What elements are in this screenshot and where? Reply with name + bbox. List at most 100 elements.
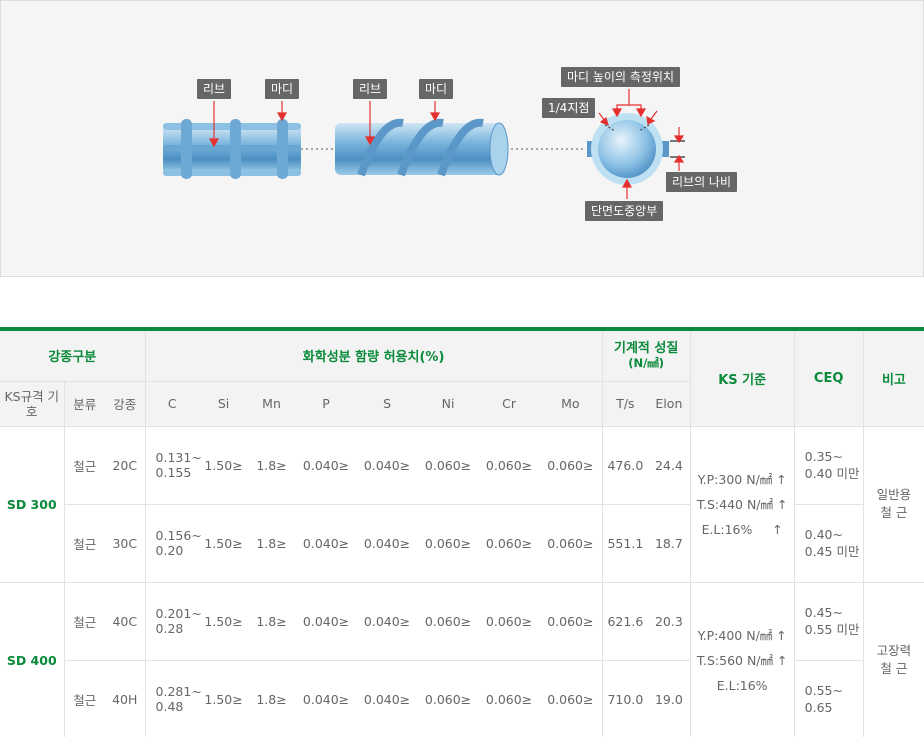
subheader-si: Si — [199, 381, 249, 427]
pointer-arrows — [208, 89, 685, 199]
subheader-cr: Cr — [479, 381, 540, 427]
header-mechanical: 기계적 성질 (N/㎟) — [601, 329, 691, 382]
cell-type: 20C — [105, 426, 146, 504]
ks-elongation: E.L:16% ↑ — [701, 521, 783, 537]
cell-mn: 1.8≥ — [248, 426, 296, 504]
table-row: SD 400 철근 40C 0.201~ 0.28 1.50≥ 1.8≥ 0.0… — [0, 582, 924, 737]
rebar-cross-section — [587, 113, 669, 185]
cell-mn: 1.8≥ — [248, 582, 296, 660]
table-row: SD 300 철근 20C 0.131~ 0.155 1.50≥ 1.8≥ 0.… — [0, 426, 924, 583]
cell-si: 1.50≥ — [199, 582, 249, 660]
subheader-ni: Ni — [417, 381, 480, 427]
subheader-ts: T/s — [601, 381, 649, 427]
cell-mo: 0.060≥ — [539, 426, 603, 504]
cell-mn: 1.8≥ — [248, 659, 296, 737]
cell-c: 0.281~ 0.48 — [144, 659, 202, 737]
cell-ceq: 0.40~ 0.45 미만 — [793, 503, 864, 583]
subheader-steel-type: 강종 — [105, 381, 146, 427]
subheader-c: C — [144, 381, 200, 427]
cell-ni: 0.060≥ — [417, 582, 480, 660]
cell-ni: 0.060≥ — [417, 503, 480, 583]
subheader-s: S — [357, 381, 418, 427]
cell-ceq: 0.45~ 0.55 미만 — [793, 582, 864, 660]
cell-cr: 0.060≥ — [479, 582, 540, 660]
cell-elon: 18.7 — [648, 503, 691, 583]
cell-cr: 0.060≥ — [479, 426, 540, 504]
cell-ts: 551.1 — [601, 503, 649, 583]
rebar-spiral — [335, 118, 509, 177]
label-node-height: 마디 높이의 측정위치 — [561, 67, 680, 87]
cell-cr: 0.060≥ — [479, 659, 540, 737]
ks-elongation: E.L:16% — [716, 677, 768, 693]
cell-cr: 0.060≥ — [479, 503, 540, 583]
cell-ni: 0.060≥ — [417, 426, 480, 504]
cell-elon: 24.4 — [648, 426, 691, 504]
cell-type: 30C — [105, 503, 146, 583]
rebar-spec-table: 강종구분 화학성분 함량 허용치(%) 기계적 성질 (N/㎟) KS 기준 C… — [0, 327, 924, 737]
cell-elon: 20.3 — [648, 582, 691, 660]
label-quarter-point: 1/4지점 — [542, 98, 596, 118]
label-node-2: 마디 — [419, 79, 454, 99]
label-rib-2: 리브 — [353, 79, 388, 99]
subheader-category: 분류 — [63, 381, 105, 427]
cell-s: 0.040≥ — [357, 426, 418, 504]
cell-category: 철근 — [63, 582, 105, 660]
cell-ts: 476.0 — [601, 426, 649, 504]
cell-c: 0.131~ 0.155 — [144, 426, 202, 504]
cell-category: 철근 — [63, 503, 105, 583]
cell-mn: 1.8≥ — [248, 503, 296, 583]
subheader-mn: Mn — [248, 381, 296, 427]
cell-si: 1.50≥ — [199, 426, 249, 504]
grade-code: SD 300 — [0, 426, 64, 583]
cell-ks-standard: Y.P:300 N/㎟ ↑ T.S:440 N/㎟ ↑ E.L:16% ↑ — [689, 426, 795, 583]
cell-mo: 0.060≥ — [539, 503, 603, 583]
ks-tensile-strength: T.S:560 N/㎟ ↑ — [696, 652, 788, 668]
cell-s: 0.040≥ — [357, 503, 418, 583]
cell-elon: 19.0 — [648, 659, 691, 737]
header-steel-class: 강종구분 — [0, 329, 146, 382]
cell-p: 0.040≥ — [295, 426, 358, 504]
header-chemical: 화학성분 함량 허용치(%) — [144, 329, 603, 382]
cell-si: 1.50≥ — [199, 659, 249, 737]
table-row: 철근 40H 0.281~ 0.48 1.50≥ 1.8≥ 0.040≥ 0.0… — [0, 659, 924, 737]
label-section-center: 단면도중앙부 — [585, 201, 664, 221]
cell-ceq: 0.55~ 0.65 — [793, 659, 864, 737]
label-rib-1: 리브 — [197, 79, 232, 99]
cell-mo: 0.060≥ — [539, 582, 603, 660]
ks-yield-point: Y.P:300 N/㎟ ↑ — [697, 471, 787, 487]
cell-ks-standard: Y.P:400 N/㎟ ↑ T.S:560 N/㎟ ↑ E.L:16% — [689, 582, 795, 737]
rebar-straight — [163, 119, 301, 179]
header-mechanical-title: 기계적 성질 — [613, 340, 679, 356]
grade-code: SD 400 — [0, 582, 64, 737]
header-ks: KS 기준 — [689, 329, 795, 427]
subheader-p: P — [295, 381, 358, 427]
ks-yield-point: Y.P:400 N/㎟ ↑ — [697, 627, 787, 643]
cell-si: 1.50≥ — [199, 503, 249, 583]
cell-p: 0.040≥ — [295, 659, 358, 737]
subheader-ks-code: KS규격 기 호 — [0, 381, 64, 427]
subheader-mo: Mo — [539, 381, 603, 427]
cell-p: 0.040≥ — [295, 503, 358, 583]
cell-remark: 일반용 철 근 — [862, 426, 924, 583]
cell-s: 0.040≥ — [357, 659, 418, 737]
cell-remark: 고장력 철 근 — [862, 582, 924, 737]
table-row: 철근 30C 0.156~ 0.20 1.50≥ 1.8≥ 0.040≥ 0.0… — [0, 503, 924, 583]
cell-type: 40C — [105, 582, 146, 660]
cell-category: 철근 — [63, 659, 105, 737]
cell-mo: 0.060≥ — [539, 659, 603, 737]
cell-ts: 710.0 — [601, 659, 649, 737]
cell-s: 0.040≥ — [357, 582, 418, 660]
cell-c: 0.156~ 0.20 — [144, 503, 202, 583]
rebar-illustration — [163, 89, 685, 199]
ks-tensile-strength: T.S:440 N/㎟ ↑ — [696, 496, 788, 512]
cell-p: 0.040≥ — [295, 582, 358, 660]
rebar-diagram: 리브 마디 리브 마디 마디 높이의 측정위치 1/4지점 리브의 나비 단면도… — [0, 0, 924, 277]
cell-c: 0.201~ 0.28 — [144, 582, 202, 660]
cell-category: 철근 — [63, 426, 105, 504]
cell-type: 40H — [105, 659, 146, 737]
header-mechanical-unit: (N/㎟) — [628, 355, 665, 370]
label-rib-width: 리브의 나비 — [666, 172, 738, 192]
subheader-elon: Elon — [648, 381, 691, 427]
cell-ts: 621.6 — [601, 582, 649, 660]
header-ceq: CEQ — [793, 329, 864, 427]
